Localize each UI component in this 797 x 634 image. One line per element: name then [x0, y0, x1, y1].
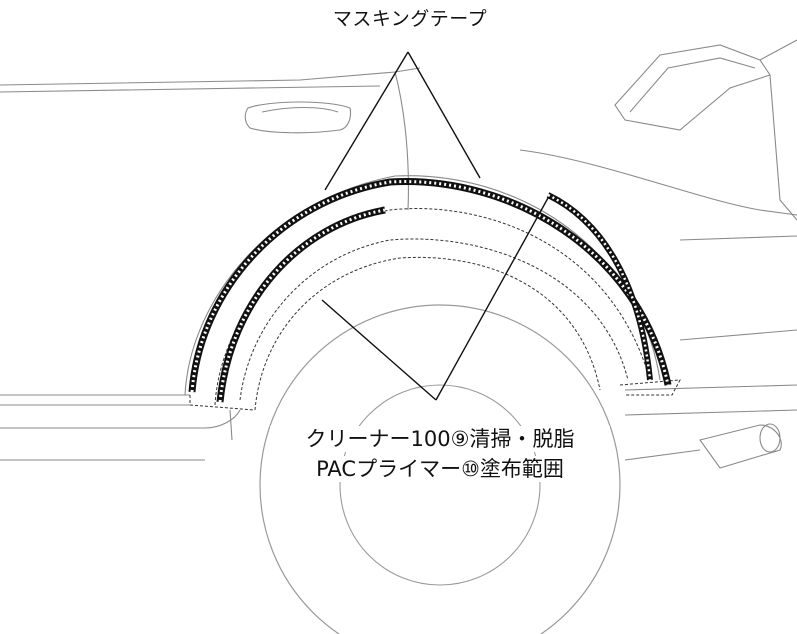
inner-arch-dashed — [189, 208, 681, 411]
tail-light-inner — [629, 57, 756, 113]
tail-light — [614, 44, 771, 131]
masking-tape-outer — [188, 178, 672, 393]
wheel-inner — [339, 384, 541, 586]
masking-tape-label: マスキングテープ — [332, 8, 488, 30]
door-seam — [394, 71, 409, 211]
exhaust-pipe — [699, 424, 782, 469]
underbody-line — [624, 449, 701, 461]
dashed-bottom-right — [619, 379, 681, 396]
callout-tape-left — [324, 51, 409, 191]
cleaner-area-label: クリーナー100⑨清掃・脱脂 — [270, 426, 610, 452]
callout-area-left — [321, 299, 437, 401]
callout-area-right — [435, 197, 549, 401]
dashed-bottom-left — [189, 395, 256, 411]
bumper-line — [679, 329, 797, 341]
dashed-arch-2 — [239, 238, 629, 401]
car-body-outline — [0, 39, 797, 469]
window-lower-line — [0, 67, 421, 86]
door-handle-inner — [261, 107, 339, 113]
bumper-upper — [624, 384, 797, 391]
roof-rear-line — [759, 39, 797, 61]
dashed-arch-1 — [214, 208, 651, 406]
sill-lower — [0, 409, 241, 429]
door-handle — [244, 101, 352, 134]
bumper-lower — [624, 409, 797, 416]
bumper-top-line — [679, 235, 797, 241]
exhaust-tip — [759, 423, 781, 453]
primer-area-label: PACプライマー⑩塗布範囲 — [270, 456, 610, 482]
rear-edge-line — [769, 74, 797, 221]
window-trim-line — [0, 85, 381, 93]
callout-lines — [321, 51, 549, 401]
masking-tape-inner — [216, 192, 653, 403]
dashed-arch-3 — [254, 256, 601, 411]
callout-tape-right — [407, 51, 481, 179]
quarter-character-line — [519, 149, 797, 216]
sill-bracket — [229, 409, 233, 441]
